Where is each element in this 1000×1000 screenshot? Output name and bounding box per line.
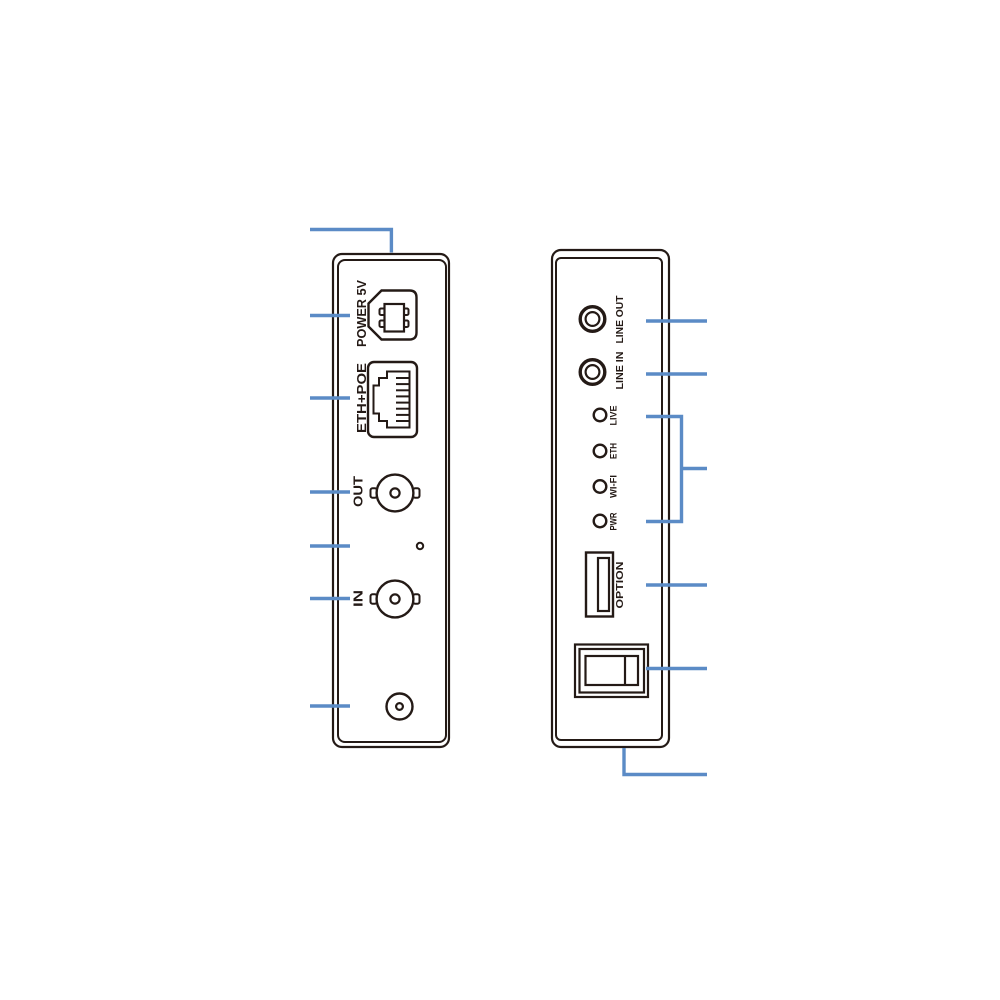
callout-led-bracket	[646, 414, 684, 524]
in-label: IN	[351, 590, 366, 607]
switch-rocker	[584, 654, 640, 687]
rj45-plug-outline	[372, 370, 411, 429]
rj45-port-icon	[366, 360, 419, 439]
callout-right-panel-bottom	[622, 748, 707, 777]
line-in-label: LINE IN	[615, 352, 626, 390]
led-live-icon	[592, 407, 608, 423]
usb-a-port-icon	[584, 551, 615, 618]
out-label: OUT	[351, 476, 366, 507]
jack-ring	[578, 305, 607, 334]
audio-jack-line-in-icon	[578, 358, 607, 387]
bnc-out-connector-icon	[369, 473, 421, 513]
bnc-body	[375, 579, 415, 619]
left-panel-face	[337, 259, 447, 743]
led-eth-icon	[592, 443, 608, 459]
usb-a-inner-contact	[596, 556, 611, 613]
option-label: OPTION	[615, 562, 626, 609]
rj45-pins	[396, 377, 410, 422]
jack-ring	[578, 358, 607, 387]
audio-jack-line-out-icon	[578, 305, 607, 334]
callout-lines	[310, 227, 707, 777]
led-wifi-icon	[592, 479, 608, 495]
reset-hole-icon	[415, 541, 425, 551]
power-switch-icon	[573, 643, 650, 699]
bnc-body	[375, 473, 415, 513]
led-wifi-label: WI-FI	[609, 475, 619, 498]
usb-b-port-icon	[367, 289, 418, 341]
connector-dot	[395, 701, 405, 711]
jack-hole	[584, 364, 601, 381]
connector-body	[385, 692, 414, 721]
usb-b-inner-contact	[383, 302, 406, 333]
power-5v-label: POWER 5V	[354, 280, 369, 347]
left-panel: POWER 5V ETH+POE OUT	[331, 252, 451, 749]
bnc-center-pin	[389, 487, 401, 499]
usb-b-outer-shell	[367, 289, 418, 341]
right-panel: LINE OUT LINE IN LIVE ETH WI-FI PWR OPTI…	[550, 248, 671, 749]
usb-a-outer-shell	[584, 551, 615, 618]
left-panel-outer-outline	[331, 252, 451, 749]
jack-hole	[584, 311, 601, 328]
led-live-label: LIVE	[609, 406, 619, 426]
rj45-outer-shell	[366, 360, 419, 439]
bnc-center-pin	[389, 593, 401, 605]
power-connector-icon	[385, 692, 414, 721]
switch-bezel	[578, 647, 646, 694]
led-pwr-icon	[592, 513, 608, 529]
eth-poe-label: ETH+POE	[354, 363, 369, 433]
line-out-label: LINE OUT	[615, 296, 626, 344]
right-panel-face	[555, 257, 663, 741]
right-panel-outer-outline	[550, 248, 671, 749]
callout-left-panel-top	[310, 227, 394, 253]
bnc-in-connector-icon	[369, 579, 421, 619]
led-pwr-label: PWR	[609, 512, 619, 530]
led-eth-label: ETH	[609, 443, 619, 459]
switch-outer-frame	[573, 643, 650, 699]
